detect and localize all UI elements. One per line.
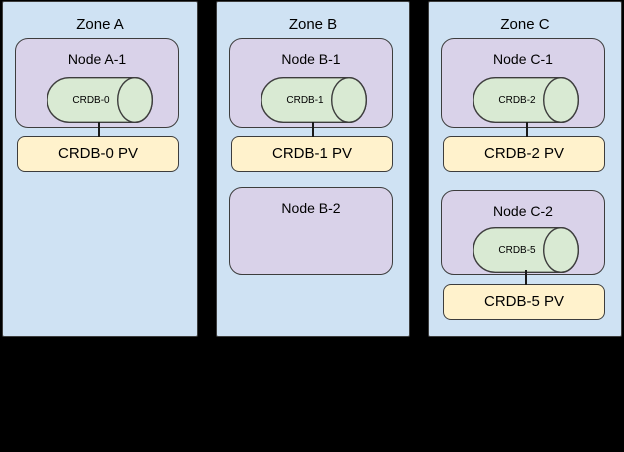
crdb-1-pv-box: CRDB-1 PV [231,136,393,172]
node-b-1-label: Node B-1 [281,51,341,67]
crdb-2-label: CRDB-2 [498,94,536,106]
node-c-2: Node C-2 CRDB-5 [441,190,605,275]
zone-b: Zone B Node B-1 CRDB-1 CRDB-1 PV Node B-… [216,1,410,337]
zone-c-label: Zone C [500,16,550,33]
crdb-0-label: CRDB-0 [72,94,110,106]
database-cylinder-icon [47,77,153,123]
node-c-1-label: Node C-1 [493,51,553,67]
crdb-0-pv-box: CRDB-0 PV [17,136,179,172]
database-cylinder-icon [473,227,579,273]
node-c-1: Node C-1 CRDB-2 [441,38,605,128]
crdb-2-pv-label: CRDB-2 PV [483,145,565,162]
crdb-5-pv-label: CRDB-5 PV [483,293,565,310]
database-cylinder-icon [473,77,579,123]
zone-b-label: Zone B [288,16,338,33]
database-cylinder-icon [261,77,367,123]
node-a-1-label: Node A-1 [67,51,127,67]
connector-line-crdb1-pv [312,122,314,137]
node-c-2-label: Node C-2 [493,203,553,219]
crdb-2-pv-box: CRDB-2 PV [443,136,605,172]
node-b-2-label: Node B-2 [281,200,341,216]
node-b-1: Node B-1 CRDB-1 [229,38,393,128]
crdb-5-cylinder: CRDB-5 [473,227,579,273]
crdb-0-pv-label: CRDB-0 PV [57,145,139,162]
connector-line-crdb2-pv [526,122,528,137]
crdb-1-label: CRDB-1 [286,94,324,106]
node-a-1: Node A-1 CRDB-0 [15,38,179,128]
crdb-5-label: CRDB-5 [498,244,536,256]
zone-a: Zone A Node A-1 CRDB-0 CRDB-0 PV [2,1,198,337]
crdb-1-pv-label: CRDB-1 PV [271,145,353,162]
connector-line-crdb0-pv [98,122,100,137]
crdb-5-pv-box: CRDB-5 PV [443,284,605,320]
crdb-1-cylinder: CRDB-1 [261,77,367,123]
node-b-2: Node B-2 [229,187,393,275]
connector-line-crdb5-pv [525,270,527,285]
zone-a-label: Zone A [76,16,124,33]
crdb-2-cylinder: CRDB-2 [473,77,579,123]
zone-c: Zone C Node C-1 CRDB-2 CRDB-2 PV Node C-… [428,1,622,337]
crdb-0-cylinder: CRDB-0 [47,77,153,123]
